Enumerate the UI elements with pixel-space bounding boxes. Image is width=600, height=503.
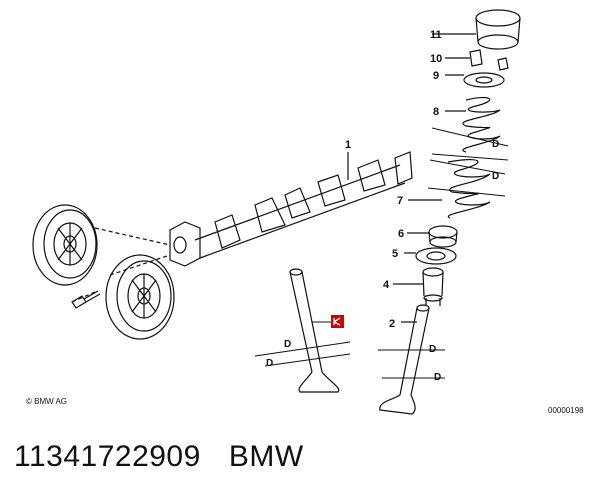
callout-4: 4 [383, 279, 390, 291]
camshaft [169, 151, 413, 267]
brand-name: BMW [228, 440, 304, 473]
dim-label-d-2: D [492, 171, 499, 182]
valve-spring-inner [447, 159, 491, 219]
callout-9: 9 [433, 70, 439, 82]
valve-guide [422, 267, 444, 306]
spring-retainer [463, 72, 505, 88]
dim-label-d-3: D [284, 339, 291, 350]
dim-label-d-4: D [266, 358, 273, 369]
callout-10: 10 [430, 53, 442, 65]
callout-5: 5 [392, 248, 398, 260]
drawing-number: 00000198 [548, 406, 584, 415]
callout-11: 11 [430, 29, 442, 41]
dim-label-d-5: D [429, 344, 436, 355]
callout-7: 7 [397, 195, 403, 207]
timing-sprocket-lower [105, 254, 175, 340]
callout-1: 1 [345, 139, 351, 151]
bucket-tappet [475, 9, 521, 50]
part-number: 11341722909 [14, 440, 201, 473]
valve-keepers [469, 49, 509, 71]
callout-8: 8 [433, 106, 439, 118]
parts-diagram: 1 2 4 5 6 7 8 9 10 11 D D D D D D © BMW … [26, 9, 584, 415]
exhaust-valve [379, 304, 430, 415]
dim-label-d-1: D [492, 139, 499, 150]
copyright-text: © BMW AG [26, 397, 67, 406]
valve-stem-seal [428, 225, 458, 248]
timing-sprocket-upper [32, 204, 98, 286]
highlight-badge [331, 315, 344, 328]
caption: 11341722909 BMW [14, 440, 304, 474]
spring-seat [415, 247, 457, 265]
valve-spring-outer [462, 96, 501, 153]
dim-label-d-6: D [434, 372, 441, 383]
sprocket-bolt [71, 290, 101, 309]
callout-6: 6 [398, 228, 404, 240]
callout-2: 2 [389, 318, 395, 330]
intake-valve [289, 268, 340, 393]
